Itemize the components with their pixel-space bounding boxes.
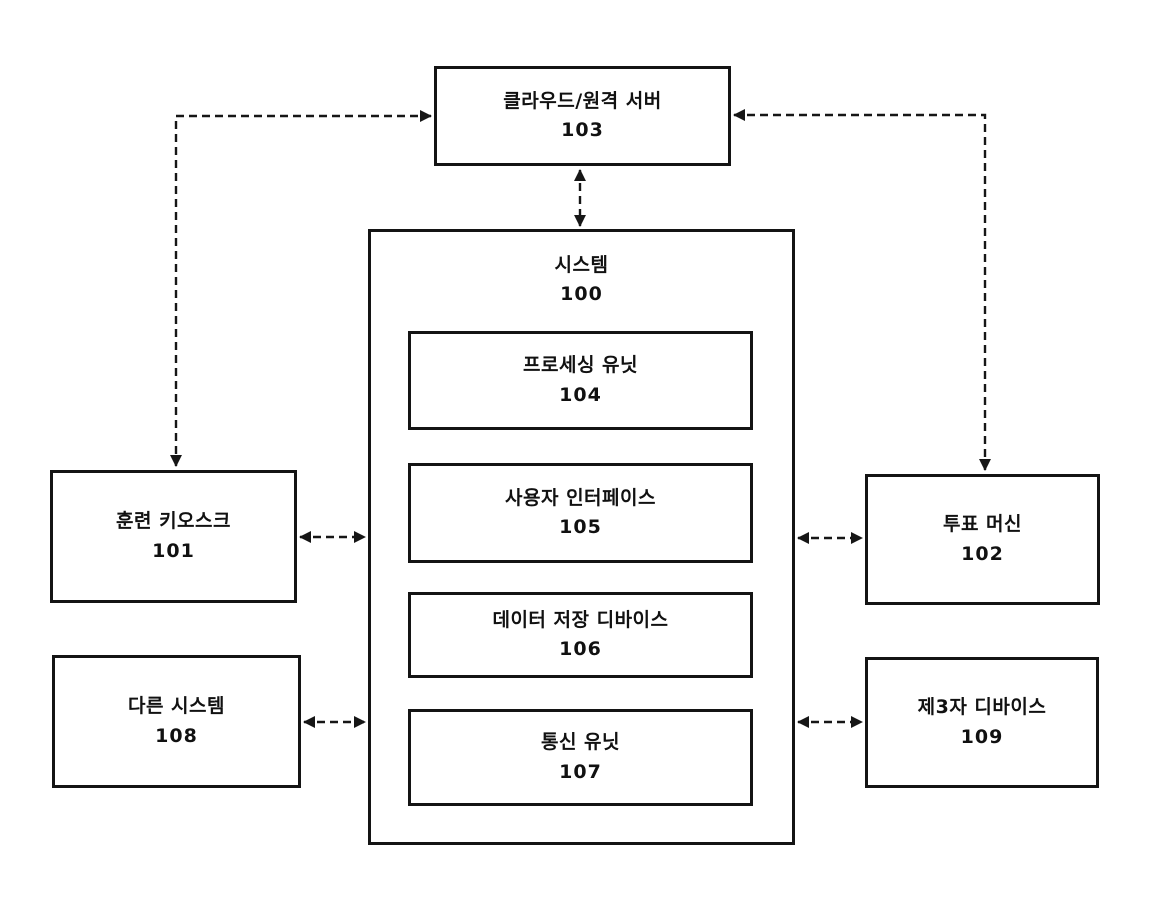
node-user-interface: 사용자 인터페이스 105 bbox=[408, 463, 753, 563]
connector-cloud-kiosk bbox=[170, 110, 432, 467]
node-cloud-server-ref: 103 bbox=[561, 119, 604, 141]
node-user-interface-ref: 105 bbox=[559, 516, 602, 538]
node-user-interface-label: 사용자 인터페이스 bbox=[505, 486, 656, 509]
node-cloud-server-label: 클라우드/원격 서버 bbox=[503, 89, 662, 112]
node-other-system: 다른 시스템 108 bbox=[52, 655, 301, 788]
node-processing-unit: 프로세싱 유닛 104 bbox=[408, 331, 753, 430]
node-training-kiosk: 훈련 키오스크 101 bbox=[50, 470, 297, 603]
node-voting-machine-ref: 102 bbox=[961, 542, 1004, 565]
node-cloud-server: 클라우드/원격 서버 103 bbox=[434, 66, 731, 166]
node-processing-unit-ref: 104 bbox=[559, 383, 602, 406]
node-voting-machine-label: 투표 머신 bbox=[942, 513, 1023, 536]
node-data-storage-label: 데이터 저장 디바이스 bbox=[492, 608, 669, 631]
node-data-storage-ref: 106 bbox=[559, 638, 602, 660]
node-system-label: 시스템 bbox=[554, 254, 609, 276]
node-third-party-ref: 109 bbox=[960, 725, 1004, 748]
node-comm-unit-label: 통신 유닛 bbox=[540, 731, 621, 754]
node-system: 시스템 100 프로세싱 유닛 104 사용자 인터페이스 105 데이터 저장… bbox=[368, 229, 795, 845]
node-third-party: 제3자 디바이스 109 bbox=[865, 657, 1099, 788]
node-training-kiosk-ref: 101 bbox=[152, 539, 195, 562]
node-other-system-ref: 108 bbox=[155, 724, 198, 747]
node-system-header: 시스템 100 bbox=[371, 251, 792, 310]
node-comm-unit-ref: 107 bbox=[559, 760, 602, 783]
node-voting-machine: 투표 머신 102 bbox=[865, 474, 1100, 605]
node-comm-unit: 통신 유닛 107 bbox=[408, 709, 753, 806]
connector-cloud-voting bbox=[733, 109, 991, 471]
node-other-system-label: 다른 시스템 bbox=[127, 695, 225, 718]
node-training-kiosk-label: 훈련 키오스크 bbox=[116, 510, 231, 533]
node-data-storage: 데이터 저장 디바이스 106 bbox=[408, 592, 753, 678]
node-processing-unit-label: 프로세싱 유닛 bbox=[523, 354, 638, 377]
node-third-party-label: 제3자 디바이스 bbox=[917, 696, 1047, 719]
node-system-ref: 100 bbox=[560, 283, 603, 306]
